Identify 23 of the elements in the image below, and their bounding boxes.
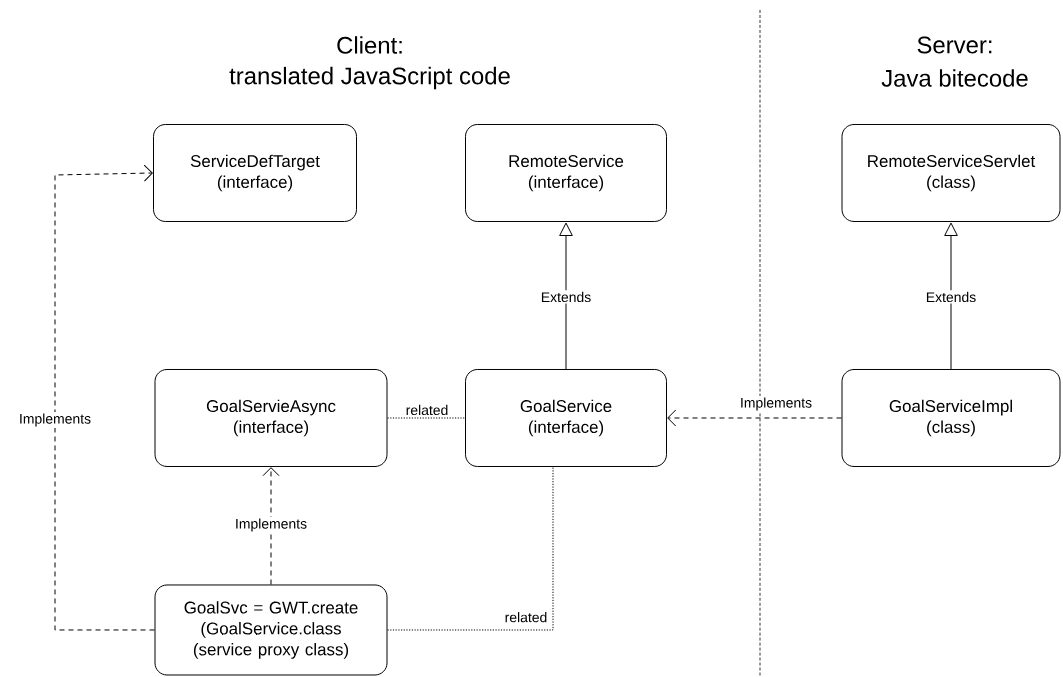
arrow [667,409,842,427]
class-box: GoalServiceImpl (class) [841,369,1061,467]
heading: Client: [337,36,402,54]
edge-label: related [503,610,549,624]
arrow [944,222,958,370]
arrow [559,222,573,370]
edge-label: Extends [539,290,593,304]
heading: translated JavaScript code [229,66,510,90]
class-box: GoalService (interface) [465,369,667,467]
edge-label: related [404,403,450,417]
heading: Java bitecode [881,69,1028,87]
class-box: GoalServieAsync (interface) [154,369,388,467]
class-box: GoalSvc = GWT.create (GoalService.class (service proxy class) [154,584,388,676]
arrow [262,467,280,585]
heading: Server: [917,36,992,54]
class-box: RemoteServiceServlet (class) [841,124,1061,222]
arrow [54,164,155,631]
class-box: RemoteService (interface) [465,124,667,222]
class-box: ServiceDefTarget (interface) [153,124,357,222]
edge-label: Extends [924,290,978,304]
edge-label: Implements [233,517,309,533]
edge-label: Implements [738,396,814,412]
edge-label: Implements [17,412,93,428]
